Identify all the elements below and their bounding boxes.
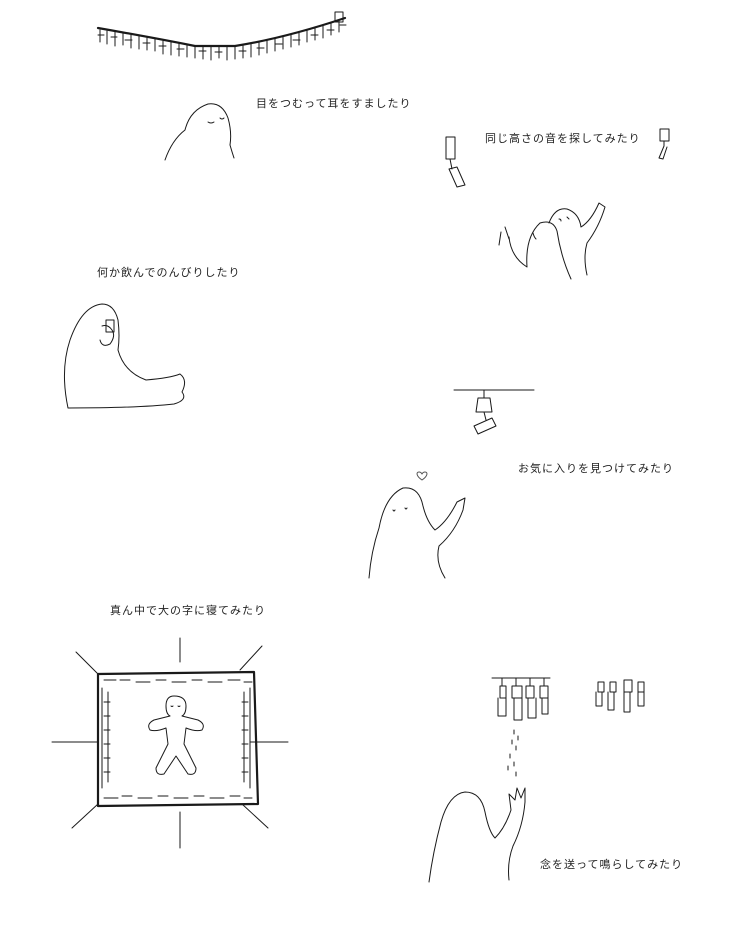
figure-listening-illustration <box>164 103 235 161</box>
figure-drinking-illustration <box>63 303 186 409</box>
caption-favorite: お気に入りを見つけてみたり <box>518 462 674 475</box>
left-chime-illustration <box>445 136 466 188</box>
hanging-chime-illustration <box>453 389 535 435</box>
room-overhead-illustration <box>51 637 289 849</box>
two-figures-illustration <box>498 202 606 280</box>
caption-drink: 何か飲んでのんびりしたり <box>97 266 241 279</box>
chime-rack-illustration <box>491 677 645 777</box>
caption-send-thought: 念を送って鳴らしてみたり <box>540 858 684 871</box>
wind-chime-garland-illustration <box>96 11 347 61</box>
right-chime-illustration <box>658 128 670 160</box>
caption-same-pitch: 同じ高さの音を探してみたり <box>485 132 641 145</box>
figure-pointing-illustration <box>368 487 466 579</box>
caption-lie-down: 真ん中で大の字に寝てみたり <box>110 604 266 617</box>
heart-icon <box>416 471 428 481</box>
figure-reaching-illustration <box>428 787 526 883</box>
caption-close-eyes: 目をつむって耳をすましたり <box>256 97 412 110</box>
